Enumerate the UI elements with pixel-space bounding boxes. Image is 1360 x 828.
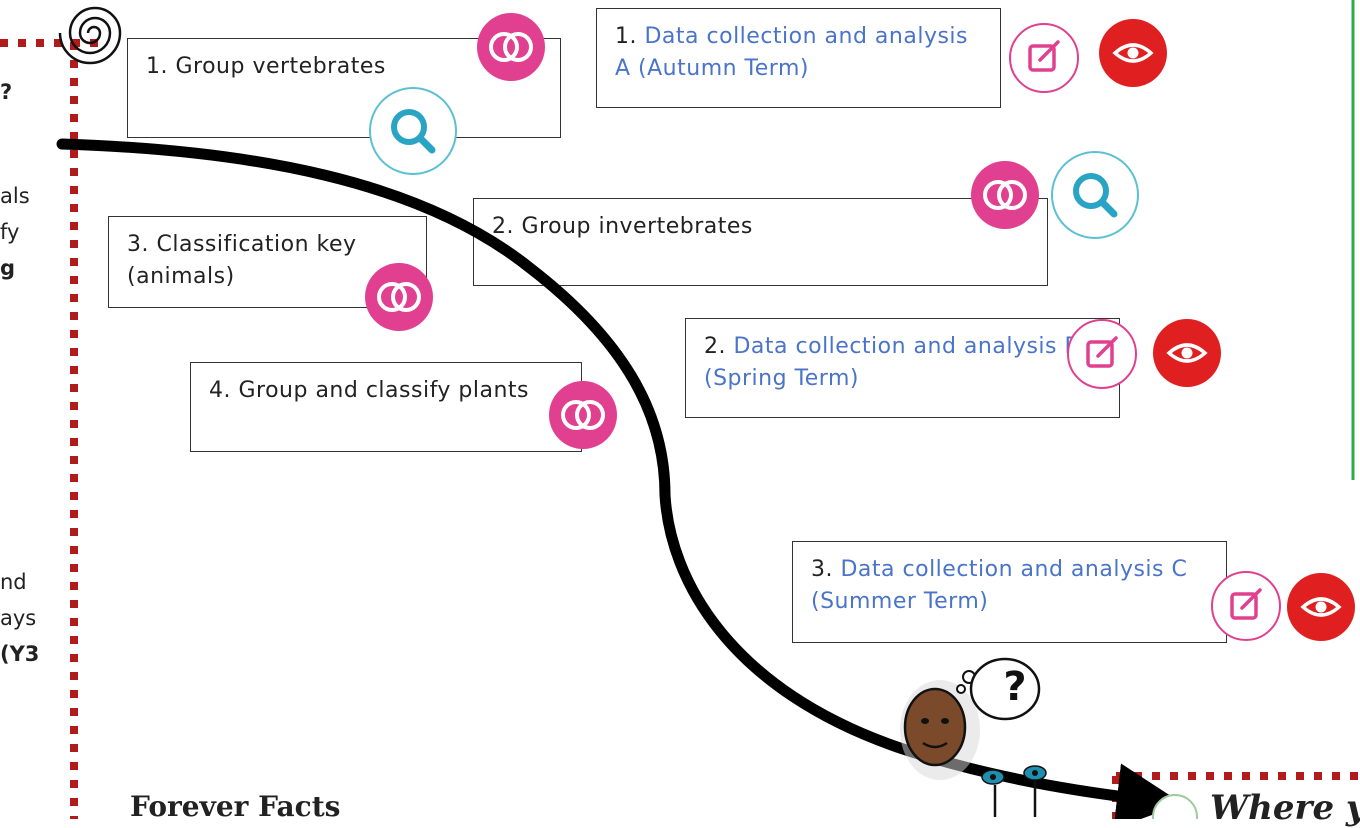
search-icon[interactable] xyxy=(368,86,458,176)
box-data-collection-b[interactable]: 2. Data collection and analysis B (Sprin… xyxy=(685,318,1120,418)
left-fragment-als: als xyxy=(0,184,30,208)
left-fragment-g: g xyxy=(0,256,16,280)
eye-icon[interactable] xyxy=(1152,318,1222,388)
left-fragment-nd: nd xyxy=(0,570,27,594)
edit-icon[interactable] xyxy=(1210,570,1282,642)
eye-icon[interactable] xyxy=(1286,572,1356,642)
search-icon[interactable] xyxy=(1050,150,1140,240)
box-data-collection-b-number: 2. xyxy=(704,334,734,359)
left-fragment-fy: fy xyxy=(0,220,20,244)
question-mark: ? xyxy=(1003,664,1027,710)
edit-icon[interactable] xyxy=(1008,22,1080,94)
box-data-collection-c-label: Data collection and analysis C (Summer T… xyxy=(811,557,1188,614)
venn-icon[interactable] xyxy=(364,262,434,332)
forever-facts-heading: Forever Facts xyxy=(130,790,341,823)
box-data-collection-a-number: 1. xyxy=(615,24,645,49)
thinking-child-illustration xyxy=(900,657,1047,817)
box-data-collection-b-label: Data collection and analysis B (Spring T… xyxy=(704,334,1081,391)
spiral-icon xyxy=(58,6,122,65)
left-fragment-y3: (Y3 xyxy=(0,642,40,666)
box-data-collection-a-label: Data collection and analysis A (Autumn T… xyxy=(615,24,969,81)
eye-icon[interactable] xyxy=(1098,18,1168,88)
left-fragment-question: ? xyxy=(0,80,13,104)
box-group-invertebrates-label: 2. Group invertebrates xyxy=(492,214,753,239)
where-heading: Where y xyxy=(1210,788,1360,828)
box-data-collection-c-number: 3. xyxy=(811,557,841,582)
box-group-vertebrates-label: 1. Group vertebrates xyxy=(146,54,386,79)
box-group-classify-plants-label: 4. Group and classify plants xyxy=(209,378,530,403)
left-fragment-ays: ays xyxy=(0,606,37,630)
venn-icon[interactable] xyxy=(476,12,546,82)
venn-icon[interactable] xyxy=(970,160,1040,230)
venn-icon[interactable] xyxy=(548,380,618,450)
box-group-classify-plants[interactable]: 4. Group and classify plants xyxy=(190,362,582,452)
box-data-collection-a[interactable]: 1. Data collection and analysis A (Autum… xyxy=(596,8,1001,108)
box-classification-key-label: 3. Classification key (animals) xyxy=(127,232,357,289)
box-group-invertebrates[interactable]: 2. Group invertebrates xyxy=(473,198,1048,286)
edit-icon[interactable] xyxy=(1066,318,1138,390)
box-data-collection-c[interactable]: 3. Data collection and analysis C (Summe… xyxy=(792,541,1227,643)
green-circle-icon xyxy=(1152,794,1198,819)
